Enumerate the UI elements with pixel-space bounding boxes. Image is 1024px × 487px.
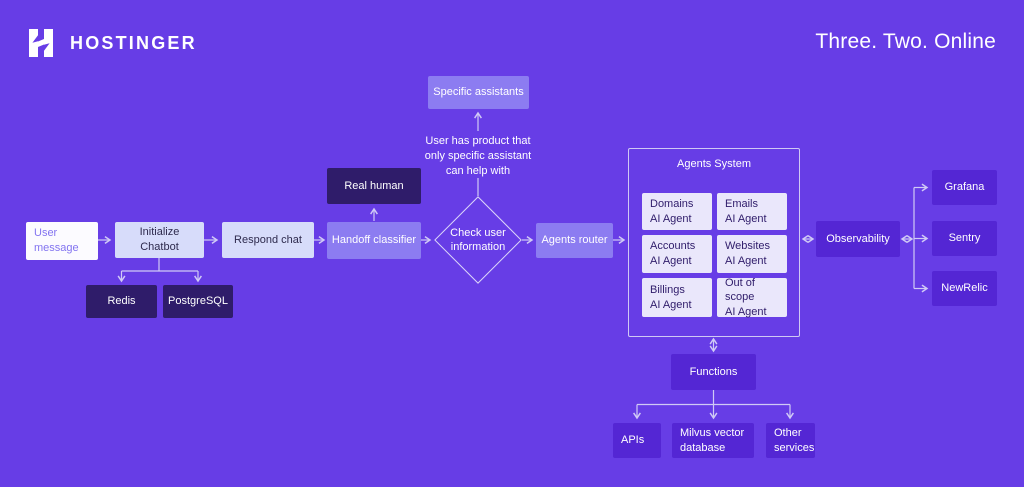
node-agent-websites: Websites AI Agent: [717, 235, 787, 273]
node-specific-assistants: Specific assistants: [428, 76, 529, 109]
node-agent-emails: Emails AI Agent: [717, 193, 787, 230]
node-user-message: User message: [26, 222, 98, 260]
node-agents-router: Agents router: [536, 223, 613, 258]
brand-logo: HOSTINGER: [25, 27, 197, 59]
node-initialize-chatbot: Initialize Chatbot: [115, 222, 204, 258]
node-postgresql: PostgreSQL: [163, 285, 233, 318]
node-real-human: Real human: [327, 168, 421, 204]
node-handoff-classifier: Handoff classifier: [327, 222, 421, 259]
node-newrelic: NewRelic: [932, 271, 997, 306]
header: HOSTINGER Three. Two. Online: [0, 0, 1024, 70]
node-agent-out-of-scope: Out of scope AI Agent: [717, 277, 787, 318]
node-agent-billings: Billings AI Agent: [642, 278, 712, 317]
brand-wordmark: HOSTINGER: [70, 32, 197, 53]
node-check-user-information: Check user information: [450, 227, 506, 254]
node-observability: Observability: [816, 221, 900, 257]
agents-system-container: [628, 148, 800, 337]
node-grafana: Grafana: [932, 170, 997, 205]
node-respond-chat: Respond chat: [222, 222, 314, 258]
node-agent-accounts: Accounts AI Agent: [642, 235, 712, 273]
node-sentry: Sentry: [932, 221, 997, 256]
node-redis: Redis: [86, 285, 157, 318]
agents-system-title: Agents System: [677, 158, 751, 170]
specific-assistants-note: User has product that only specific assi…: [424, 135, 532, 177]
node-other-services: Other services: [766, 423, 815, 458]
node-agent-domains: Domains AI Agent: [642, 193, 712, 230]
node-milvus-vector-database: Milvus vector database: [672, 423, 754, 458]
hostinger-h-icon: [29, 29, 53, 57]
node-functions: Functions: [671, 354, 756, 390]
node-apis: APIs: [613, 423, 661, 458]
brand-tagline: Three. Two. Online: [815, 30, 996, 53]
